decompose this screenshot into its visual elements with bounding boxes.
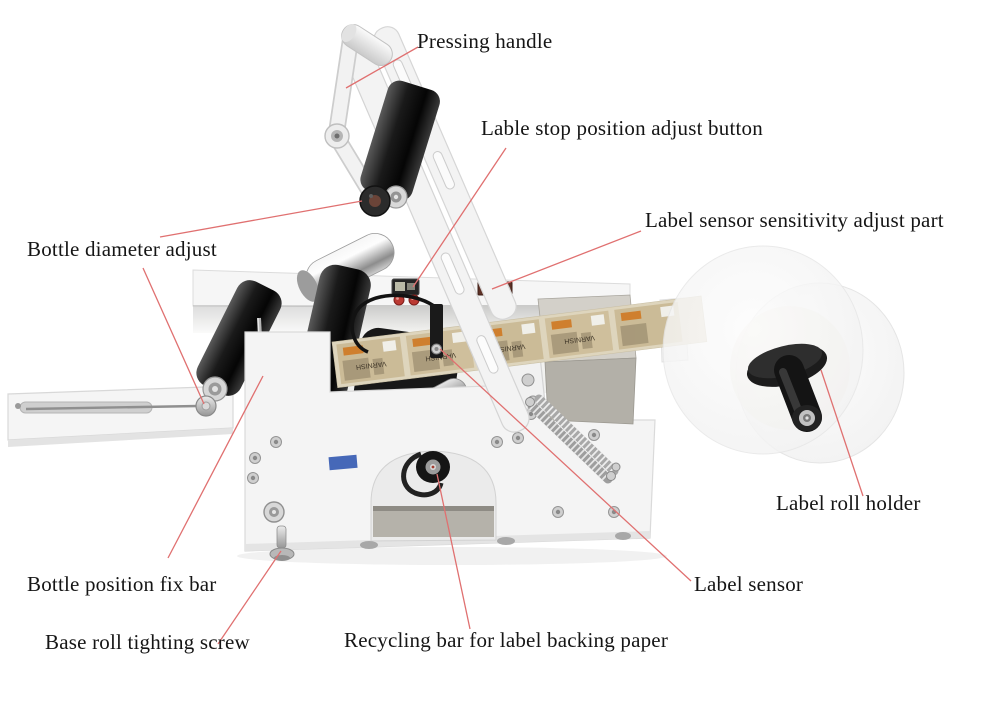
blue-label-patch-left	[328, 454, 358, 471]
bottle-diameter-adjust-bracket	[7, 385, 234, 447]
leader-label-stop-button	[412, 147, 507, 288]
leader-pressing-handle	[345, 46, 419, 89]
leader-lines	[142, 46, 864, 645]
svg-text:VARNISH: VARNISH	[564, 334, 595, 345]
annotation-sensor-sensitivity: Label sensor sensitivity adjust part	[645, 208, 944, 232]
annotation-pressing-handle: Pressing handle	[417, 29, 553, 53]
label-roll-front-disc	[662, 245, 864, 455]
bottle-roller-front	[196, 280, 282, 402]
leader-sensor-sensitivity	[491, 230, 642, 290]
panel-screw-centers	[250, 411, 617, 515]
label-orange-patches	[342, 310, 642, 356]
svg-text:VARNISH: VARNISH	[356, 359, 387, 370]
leader-bottle-position-fix-bar	[167, 375, 264, 559]
bottle-diameter-knob-lower	[195, 395, 217, 417]
label-roll-holder-hub	[746, 343, 828, 432]
pressing-handle-grip	[341, 23, 393, 66]
leader-base-roll-screw	[217, 550, 282, 645]
stainless-base-insert	[373, 506, 494, 537]
annotation-label-roll-holder: Label roll holder	[776, 491, 921, 515]
pressing-arm-roller	[360, 80, 440, 209]
leader-bottle-diameter-upper	[159, 200, 363, 238]
annotation-base-roll-screw: Base roll tighting screw	[45, 630, 250, 654]
counter-display	[391, 278, 420, 296]
annotation-recycling-bar: Recycling bar for label backing paper	[344, 628, 669, 652]
machine-feet	[360, 532, 631, 549]
recycling-pulley	[401, 451, 450, 498]
annotation-bottle-diameter: Bottle diameter adjust	[27, 237, 217, 261]
annotation-label-sensor: Label sensor	[694, 572, 804, 596]
leader-recycling-bar	[436, 473, 471, 630]
label-sensor-bar	[350, 293, 443, 358]
ground-shadow	[237, 547, 667, 565]
panel-bearing	[263, 501, 285, 523]
arm-pivot-joint	[324, 123, 350, 149]
leader-bottle-diameter-lower	[142, 267, 205, 405]
annotation-label-stop-button: Lable stop position adjust button	[481, 116, 763, 140]
bottle-diameter-knob-upper	[359, 185, 391, 217]
leader-label-sensor	[439, 348, 692, 582]
leader-label-roll-holder	[820, 369, 864, 497]
annotation-bottle-position-fix-bar: Bottle position fix bar	[27, 572, 217, 596]
tension-spring	[525, 394, 621, 484]
svg-text:VARNISH: VARNISH	[494, 342, 525, 353]
